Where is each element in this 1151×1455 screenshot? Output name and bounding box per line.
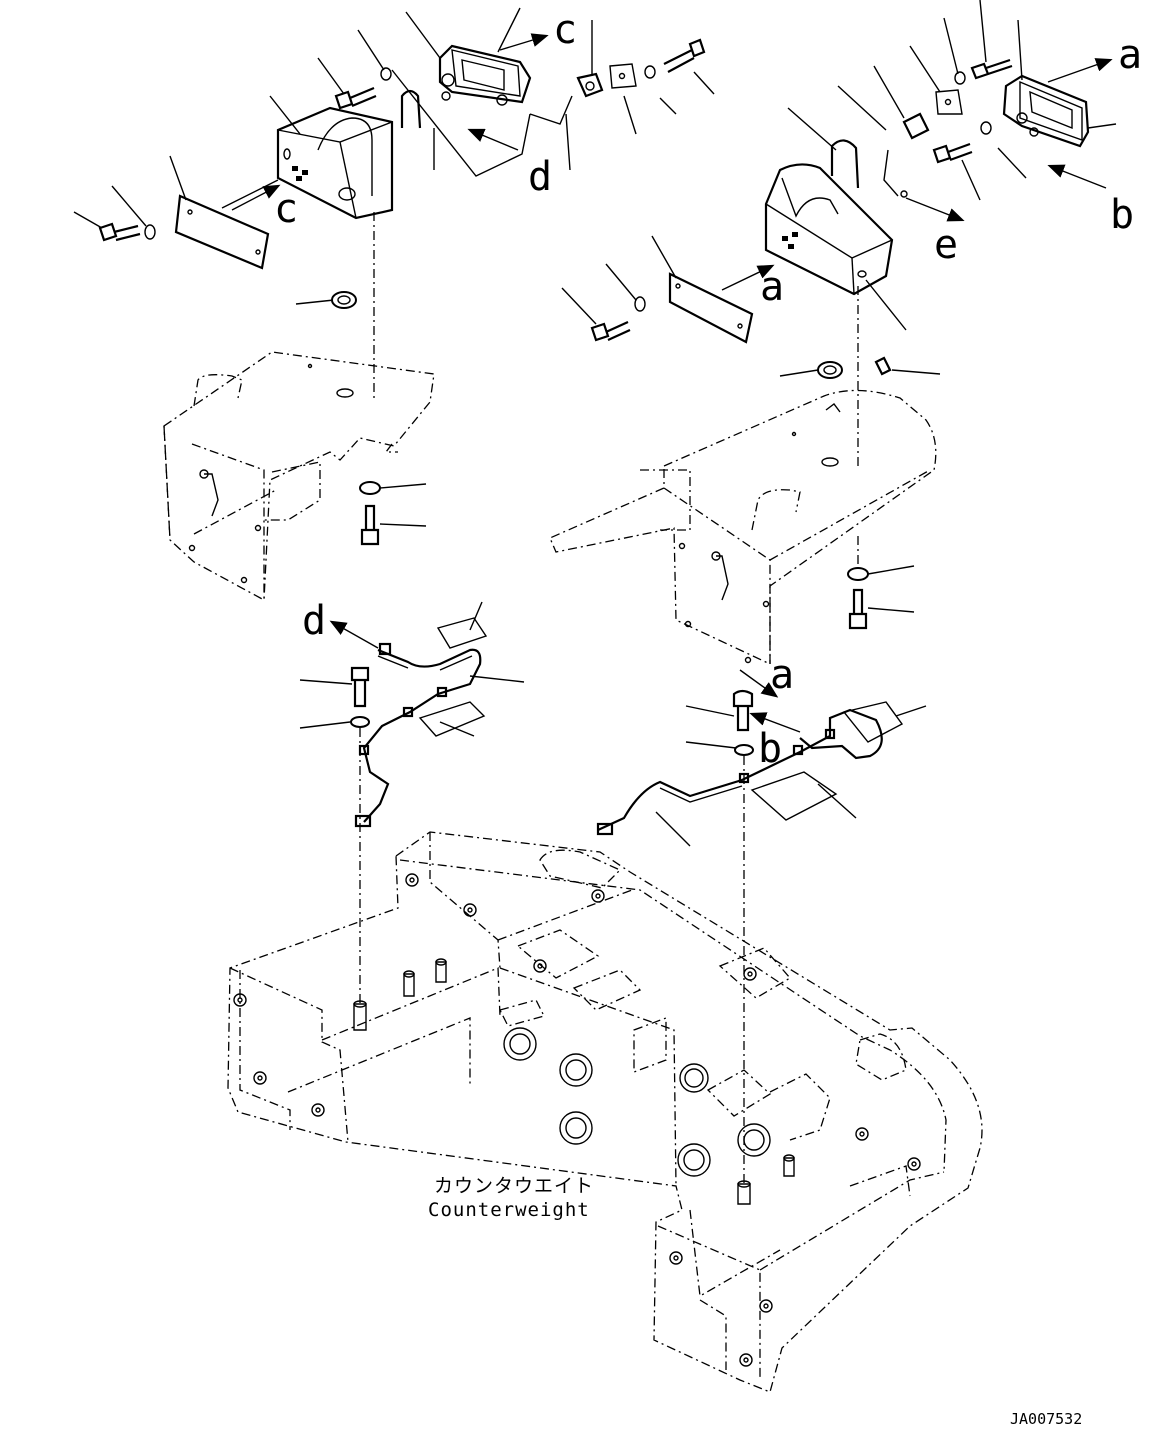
drawing-code: JA007532	[1010, 1410, 1082, 1428]
label-d-harness: d	[302, 598, 326, 644]
label-a-top-right: a	[1118, 32, 1142, 78]
right-name-plate	[668, 272, 754, 344]
counterweight-caption-japanese: カウンタウエイト	[434, 1175, 594, 1197]
label-e: e	[934, 222, 958, 268]
left-spacer-plate	[609, 63, 637, 89]
right-work-lamp	[1002, 74, 1090, 148]
left-storage-cover	[163, 351, 435, 602]
left-lamp-assembly	[73, 7, 715, 398]
left-work-lamp	[438, 44, 532, 106]
right-lamp-bracket	[764, 163, 894, 296]
left-washer-top	[644, 65, 656, 79]
label-c-top-arrow: c	[553, 7, 577, 53]
left-name-plate	[174, 194, 270, 270]
right-spacer-plate	[935, 89, 963, 115]
right-grommet	[817, 361, 843, 379]
right-harness-bolt	[732, 689, 754, 732]
right-washer-top	[954, 71, 966, 85]
left-u-bolt	[400, 89, 422, 129]
right-bolt-mid	[932, 142, 973, 164]
right-lower-bolt	[848, 588, 868, 630]
label-a-right-plate: a	[760, 264, 784, 310]
left-lamp-bracket	[276, 106, 394, 220]
left-grommet	[331, 291, 357, 309]
right-lamp-switch	[902, 112, 930, 140]
label-c-plate: c	[274, 186, 298, 232]
label-a-harness: a	[770, 652, 794, 698]
right-lamp-wire	[883, 149, 899, 197]
left-wiring-harness	[299, 601, 525, 1004]
right-washer-mid	[980, 121, 992, 135]
right-plate-washer	[634, 296, 646, 312]
right-storage-cover	[549, 389, 937, 666]
right-harness-washer	[734, 744, 754, 756]
right-u-bolt	[830, 139, 860, 189]
right-wiring-harness	[596, 669, 927, 1184]
left-lamp-switch	[576, 72, 604, 98]
left-plate-washer	[144, 224, 156, 240]
label-b-harness: b	[758, 726, 782, 772]
left-lower-washer	[359, 481, 381, 495]
left-harness-washer	[350, 716, 370, 728]
right-bolt-top	[970, 58, 1013, 80]
left-lower-bolt	[360, 504, 380, 546]
right-lamp-assembly	[561, 0, 1117, 470]
left-bolt-top-right	[663, 38, 706, 73]
left-washer-bracket	[380, 67, 392, 81]
left-lamp-wire	[529, 95, 573, 125]
right-lower-washer	[847, 567, 869, 581]
left-plate-bolt	[98, 222, 141, 242]
label-b-top-right: b	[1110, 192, 1134, 238]
counterweight-caption-english: Counterweight	[428, 1199, 590, 1221]
label-d-top: d	[528, 154, 552, 200]
right-plate-bolt	[590, 320, 631, 342]
right-clip	[874, 356, 892, 376]
counterweight-body	[227, 831, 983, 1393]
left-harness-bolt	[350, 666, 370, 708]
